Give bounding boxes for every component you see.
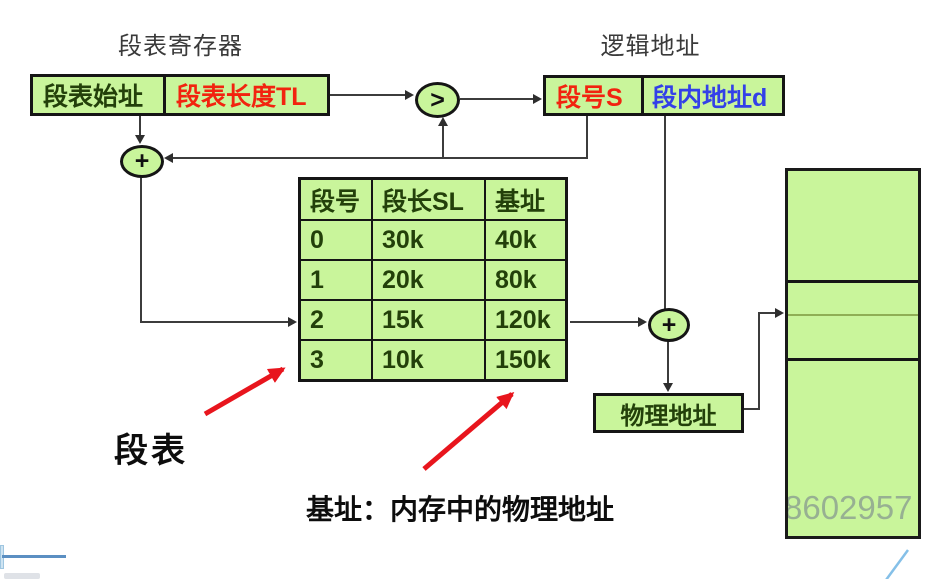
header-base-address: 基址 xyxy=(484,177,568,221)
cell-base: 150k xyxy=(484,339,568,382)
line-branch-to-comparator xyxy=(442,121,444,159)
segment-table-caption: 段表 xyxy=(114,432,188,470)
line-physical-out-right xyxy=(744,408,760,410)
cell-seg: 1 xyxy=(298,259,373,301)
line-table-start-down xyxy=(139,113,141,137)
cell-base: 80k xyxy=(484,259,568,301)
segment-table: 段号 段长SL 基址 0 30k 40k 1 20k 80k 2 15k 120… xyxy=(298,177,568,382)
arrowhead-into-adder-right xyxy=(638,317,647,327)
arrowhead-into-memory xyxy=(775,308,784,318)
segment-table-header-row: 段号 段长SL 基址 xyxy=(298,177,568,221)
red-arrow-to-base-column xyxy=(422,392,515,471)
cell-len: 20k xyxy=(371,259,486,301)
comparator-circle: > xyxy=(415,82,460,118)
segment-number-cell: 段号S xyxy=(556,83,623,112)
header-segment-length: 段长SL xyxy=(371,177,486,221)
cell-base: 40k xyxy=(484,219,568,261)
watermark-text: 8602957 xyxy=(785,489,913,526)
arrowhead-into-segment-number xyxy=(533,94,542,104)
segment-table-length-cell: 段表长度TL xyxy=(163,77,327,113)
segment-table-register-box: 段表始址 段表长度TL xyxy=(30,74,330,116)
blue-diagonal-artifact xyxy=(885,549,910,579)
line-segment-number-down xyxy=(586,115,588,159)
memory-divider-light xyxy=(788,314,918,316)
arrowhead-into-adder-left-right xyxy=(164,153,173,163)
memory-divider xyxy=(788,280,918,283)
blue-edge-artifact-horizontal xyxy=(2,555,66,558)
adder-left-circle: + xyxy=(120,145,164,178)
memory-column: 8602957 xyxy=(785,168,921,539)
red-arrow-to-segment-table xyxy=(203,366,286,417)
cell-seg: 2 xyxy=(298,299,373,341)
register-title: 段表寄存器 xyxy=(118,33,243,60)
memory-divider xyxy=(788,358,918,361)
header-segment-number: 段号 xyxy=(298,177,373,221)
table-row: 2 15k 120k xyxy=(298,299,568,341)
line-physical-up xyxy=(758,312,760,410)
line-adder-left-down xyxy=(140,176,142,323)
segment-table-start-cell: 段表始址 xyxy=(43,83,144,111)
adder-right-circle: + xyxy=(648,308,690,342)
cell-len: 10k xyxy=(371,339,486,382)
line-table-to-adder-right xyxy=(570,321,640,323)
line-physical-to-memory xyxy=(758,312,778,314)
cell-seg: 0 xyxy=(298,219,373,261)
table-row: 0 30k 40k xyxy=(298,219,568,261)
faint-smudge-artifact xyxy=(4,573,40,579)
line-comparator-to-logical xyxy=(460,98,535,100)
line-segment-number-to-adder xyxy=(166,157,587,159)
physical-address-box: 物理地址 xyxy=(593,393,744,433)
arrowhead-into-adder-left-top xyxy=(135,135,145,144)
cell-len: 30k xyxy=(371,219,486,261)
cell-base: 120k xyxy=(484,299,568,341)
arrowhead-into-comparator-left xyxy=(405,90,414,100)
table-row: 3 10k 150k xyxy=(298,339,568,382)
arrowhead-into-comparator-bottom xyxy=(438,117,448,126)
line-offset-down-to-adder-right xyxy=(664,115,666,309)
line-adder-right-down xyxy=(667,341,669,385)
logical-address-box: 段号S 段内地址d xyxy=(543,75,785,116)
base-address-note: 基址：内存中的物理地址 xyxy=(306,494,615,525)
segment-offset-cell: 段内地址d xyxy=(641,78,782,113)
cell-len: 15k xyxy=(371,299,486,341)
physical-address-label: 物理地址 xyxy=(620,402,717,430)
line-adder-left-to-table xyxy=(140,321,290,323)
cell-seg: 3 xyxy=(298,339,373,382)
table-row: 1 20k 80k xyxy=(298,259,568,301)
arrowhead-into-segment-table xyxy=(288,317,297,327)
line-register-to-comparator xyxy=(330,94,410,96)
arrowhead-into-physical-address xyxy=(663,383,673,392)
logical-address-title: 逻辑地址 xyxy=(600,33,701,60)
